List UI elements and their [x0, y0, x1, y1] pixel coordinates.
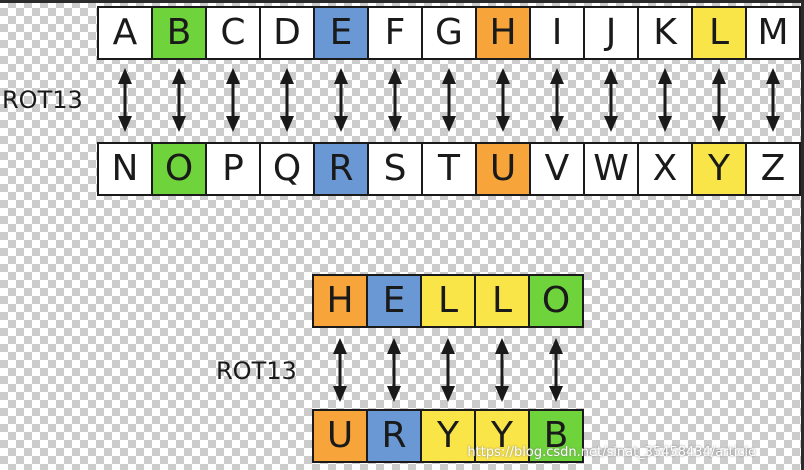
letter-cell: E: [368, 276, 420, 326]
double-arrow-icon: [333, 338, 347, 402]
letter-cell: J: [585, 8, 637, 58]
letter-cell: P: [207, 144, 259, 194]
letter-cell: L: [422, 276, 474, 326]
letter-cell: L: [693, 8, 745, 58]
letter-cell: E: [315, 8, 367, 58]
letter-cell: X: [639, 144, 691, 194]
letter-cell: S: [369, 144, 421, 194]
double-arrow-icon: [118, 68, 132, 132]
letter-cell: F: [369, 8, 421, 58]
double-arrow-icon: [658, 68, 672, 132]
double-arrow-icon: [226, 68, 240, 132]
letter-cell: Y: [476, 411, 528, 461]
letter-cell: U: [477, 144, 529, 194]
letter-cell: R: [315, 144, 367, 194]
example-rot13-label: ROT13: [216, 357, 297, 385]
double-arrow-icon: [495, 338, 509, 402]
letter-cell: C: [207, 8, 259, 58]
double-arrow-icon: [766, 68, 780, 132]
double-arrow-icon: [280, 68, 294, 132]
letter-cell: B: [530, 411, 582, 461]
window-frame-right: [801, 0, 804, 470]
letter-cell: O: [530, 276, 582, 326]
letter-cell: Y: [422, 411, 474, 461]
letter-cell: Y: [693, 144, 745, 194]
double-arrow-icon: [604, 68, 618, 132]
double-arrow-icon: [712, 68, 726, 132]
letter-cell: L: [476, 276, 528, 326]
double-arrow-icon: [549, 338, 563, 402]
letter-cell: D: [261, 8, 313, 58]
window-frame-top: [0, 0, 804, 3]
double-arrow-icon: [172, 68, 186, 132]
double-arrow-icon: [387, 338, 401, 402]
letter-cell: W: [585, 144, 637, 194]
watermark: https://blog.csdn.net/sinat_35458434/art…: [467, 445, 756, 460]
letter-cell: Z: [747, 144, 799, 194]
double-arrow-icon: [334, 68, 348, 132]
letter-cell: R: [368, 411, 420, 461]
letter-cell: N: [99, 144, 151, 194]
letter-cell: Q: [261, 144, 313, 194]
letter-cell: O: [153, 144, 205, 194]
double-arrow-icon: [441, 338, 455, 402]
letter-cell: M: [747, 8, 799, 58]
letter-cell: A: [99, 8, 151, 58]
double-arrow-icon: [496, 68, 510, 132]
letter-cell: G: [423, 8, 475, 58]
letter-cell: I: [531, 8, 583, 58]
letter-cell: K: [639, 8, 691, 58]
letter-cell: H: [314, 276, 366, 326]
letter-cell: H: [477, 8, 529, 58]
letter-cell: B: [153, 8, 205, 58]
double-arrow-icon: [388, 68, 402, 132]
double-arrow-icon: [442, 68, 456, 132]
double-arrow-icon: [550, 68, 564, 132]
letter-cell: U: [314, 411, 366, 461]
letter-cell: V: [531, 144, 583, 194]
letter-cell: T: [423, 144, 475, 194]
alphabet-rot13-label: ROT13: [2, 86, 83, 114]
